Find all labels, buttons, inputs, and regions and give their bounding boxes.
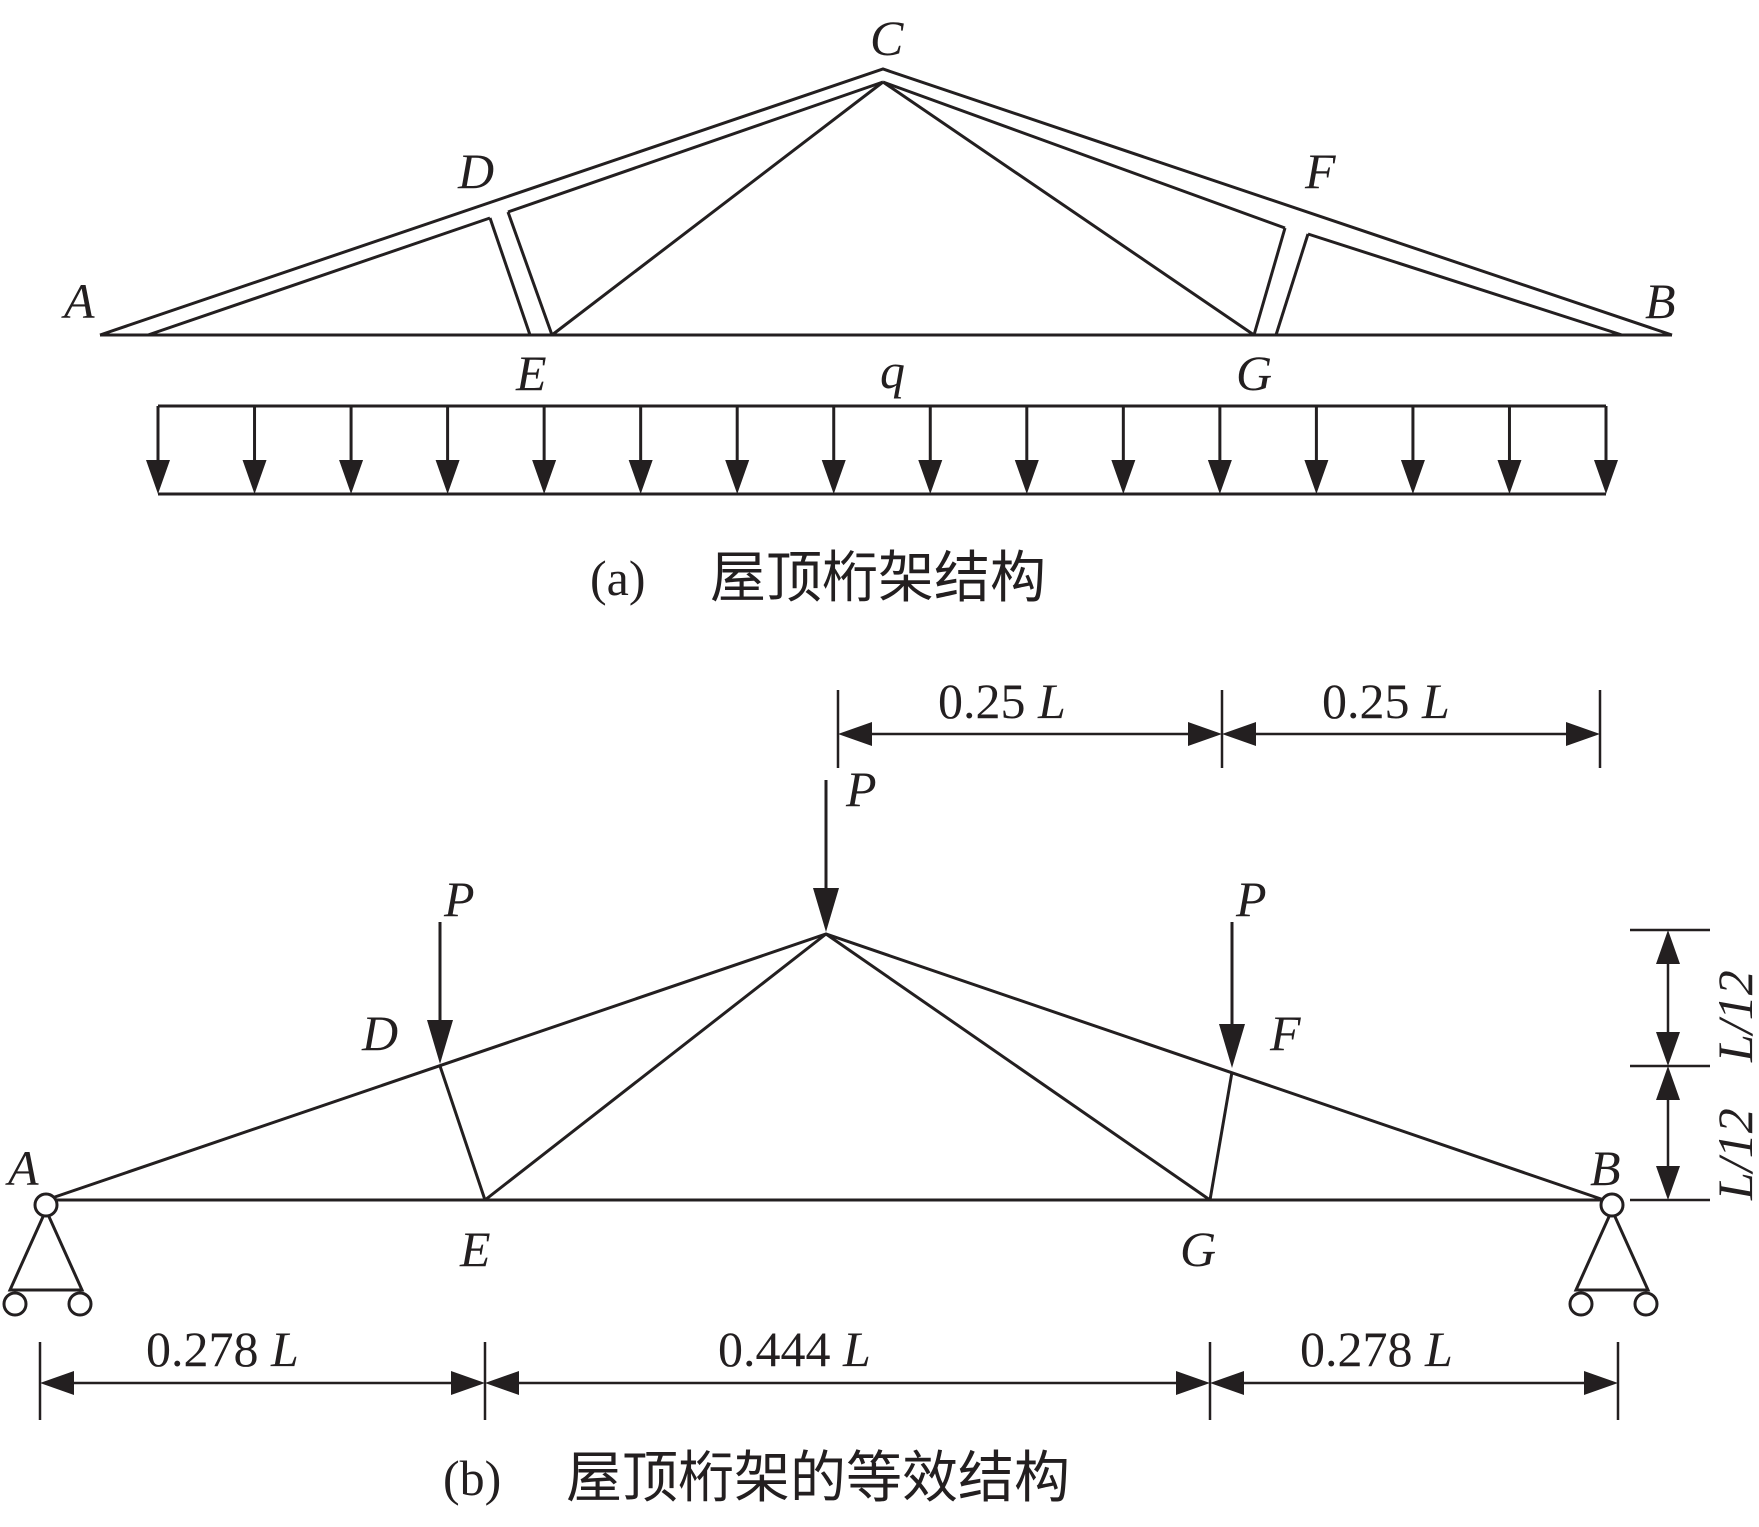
b-top-chord <box>45 932 1605 1202</box>
b-load-p-center-label: P <box>845 761 877 817</box>
b-load-p-center <box>813 780 839 932</box>
b-node-f-label: F <box>1269 1005 1301 1061</box>
b-dim-height-upper-value: L/12 <box>1707 970 1759 1063</box>
a-load-arrow <box>1400 406 1425 494</box>
a-node-e-label: E <box>515 345 547 401</box>
a-top-chord-outer <box>99 67 1673 337</box>
b-node-a-label: A <box>5 1140 39 1196</box>
a-top-chord-inner-right <box>882 80 1286 230</box>
a-load-arrow <box>146 406 170 494</box>
a-node-f-label: F <box>1304 143 1336 199</box>
a-load-arrow <box>1594 406 1618 494</box>
a-load-arrow <box>628 406 653 494</box>
a-load-arrow <box>242 406 267 494</box>
b-member-fg <box>1208 1071 1234 1201</box>
a-diagonal-ce <box>551 80 884 337</box>
a-node-b-label: B <box>1645 273 1676 329</box>
a-node-a-label: A <box>61 273 95 329</box>
a-caption-tag: (a) <box>590 550 646 606</box>
a-node-d-label: D <box>457 143 494 199</box>
a-load-arrow <box>918 406 943 494</box>
a-distributed-load <box>146 404 1618 496</box>
b-dim-top-right-value: 0.25 L <box>1322 673 1450 729</box>
b-dim-bottom-left-value: 0.278 L <box>146 1321 299 1377</box>
a-top-chord-inner-right2 <box>1307 232 1623 337</box>
a-strut-de-1 <box>488 217 532 336</box>
a-diagonal-cg <box>882 80 1255 337</box>
a-load-arrow <box>725 406 750 494</box>
b-load-p-left <box>427 922 453 1064</box>
a-top-chord-inner-left2 <box>507 80 884 214</box>
b-dim-bottom <box>38 1342 1620 1420</box>
a-load-arrow <box>1304 406 1329 494</box>
a-strut-de-2 <box>506 211 554 336</box>
b-load-p-right <box>1219 922 1245 1068</box>
a-node-c-label: C <box>870 10 904 66</box>
a-node-g-label: G <box>1236 345 1272 401</box>
figure-b-equivalent-structure: P P P D F A B E G <box>2 673 1759 1511</box>
a-load-arrow <box>1207 406 1232 494</box>
figure-a-roof-truss: C D F A B E G q (a) 屋顶桁架结构 <box>61 10 1676 611</box>
a-caption-text: 屋顶桁架结构 <box>710 546 1046 611</box>
a-load-arrow <box>1111 406 1136 494</box>
b-dim-bottom-right-value: 0.278 L <box>1300 1321 1453 1377</box>
a-strut-fg-1 <box>1252 227 1287 336</box>
b-dim-bottom-middle-value: 0.444 L <box>718 1321 871 1377</box>
b-dim-top <box>836 690 1602 768</box>
b-member-de <box>438 1065 487 1201</box>
b-dim-top-left-value: 0.25 L <box>938 673 1066 729</box>
b-member-ce <box>484 932 827 1202</box>
b-node-b-label: B <box>1590 1140 1621 1196</box>
b-load-p-right-label: P <box>1235 871 1267 927</box>
a-load-arrow <box>435 406 460 494</box>
b-support-b <box>1568 1192 1659 1317</box>
b-dim-height-lower-value: L/12 <box>1707 1108 1759 1201</box>
a-load-arrow <box>1014 406 1039 494</box>
a-strut-fg-2 <box>1274 233 1310 336</box>
b-load-p-left-label: P <box>443 871 475 927</box>
a-load-arrow <box>339 406 364 494</box>
a-load-arrow <box>532 406 557 494</box>
b-node-g-label: G <box>1180 1221 1216 1277</box>
a-load-arrow <box>821 406 846 494</box>
b-caption-tag: (b) <box>443 1450 501 1506</box>
b-node-d-label: D <box>361 1005 398 1061</box>
b-support-a <box>2 1192 93 1317</box>
a-load-arrow <box>1497 406 1522 494</box>
a-top-chord-inner-left <box>147 216 491 337</box>
b-member-cg <box>825 932 1211 1202</box>
b-node-e-label: E <box>459 1221 491 1277</box>
b-caption-text: 屋顶桁架的等效结构 <box>566 1446 1070 1511</box>
a-load-q-label: q <box>880 343 905 399</box>
b-dim-height <box>1630 928 1710 1202</box>
